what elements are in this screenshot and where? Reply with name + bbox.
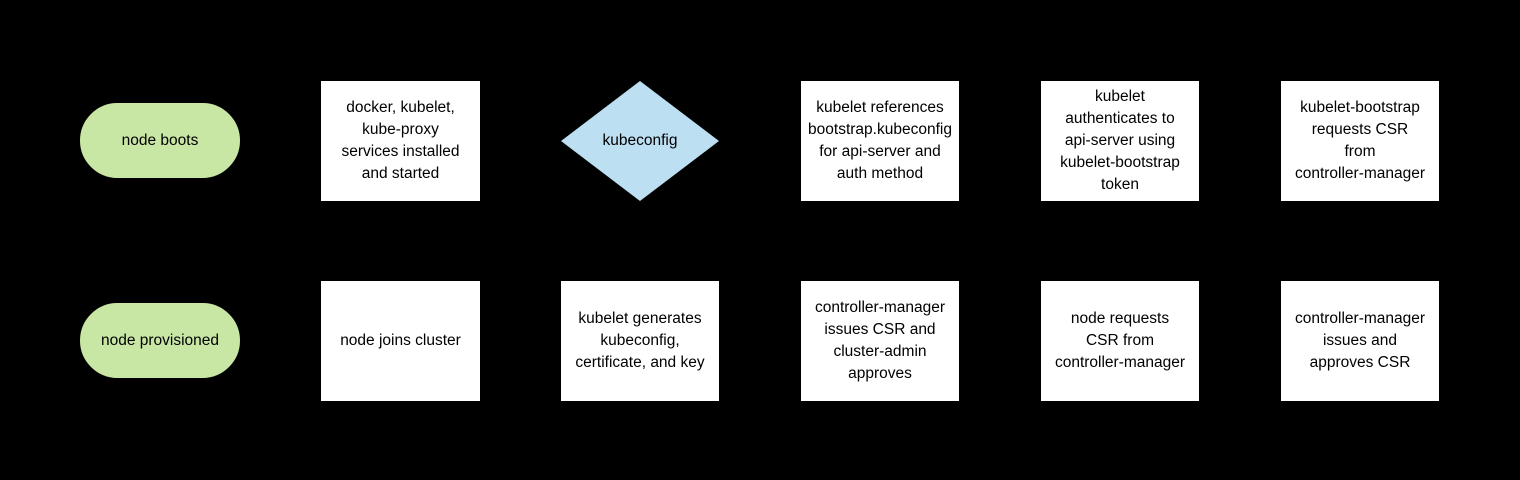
node-kubelet-bootstrap-requests-csr[interactable]: kubelet-bootstrap requests CSR from cont… bbox=[1281, 81, 1439, 201]
node-label: kubelet authenticates to api-server usin… bbox=[1060, 88, 1180, 193]
node-label: kubelet references bootstrap.kubeconfig … bbox=[808, 99, 952, 182]
node-kubeconfig[interactable]: kubeconfig bbox=[561, 81, 719, 201]
node-controller-manager-issues-csr[interactable]: controller-manager issues CSR and cluste… bbox=[801, 281, 959, 401]
node-node-joins-cluster[interactable]: node joins cluster bbox=[321, 281, 480, 401]
node-label: kubelet-bootstrap requests CSR from cont… bbox=[1294, 99, 1426, 182]
node-label: node boots bbox=[121, 131, 199, 149]
node-node-boots[interactable]: node boots bbox=[80, 103, 240, 178]
node-controller-manager-issues-approves[interactable]: controller-manager issues and approves C… bbox=[1281, 281, 1439, 401]
node-label: kubelet generates kubeconfig, certificat… bbox=[575, 310, 705, 371]
node-label: node requests CSR from controller-manage… bbox=[1054, 310, 1186, 371]
node-kubelet-references-bootstrap[interactable]: kubelet references bootstrap.kubeconfig … bbox=[801, 81, 959, 201]
node-label: controller-manager issues CSR and cluste… bbox=[814, 299, 946, 382]
node-services-installed[interactable]: docker, kubelet, kube-proxy services ins… bbox=[321, 81, 480, 201]
node-label: node provisioned bbox=[100, 331, 220, 349]
node-label: kubeconfig bbox=[602, 132, 678, 149]
node-label: docker, kubelet, kube-proxy services ins… bbox=[341, 99, 460, 182]
node-kubelet-generates[interactable]: kubelet generates kubeconfig, certificat… bbox=[561, 281, 719, 401]
node-label: node joins cluster bbox=[340, 332, 461, 349]
node-label: controller-manager issues and approves C… bbox=[1294, 310, 1426, 371]
node-node-requests-csr[interactable]: node requests CSR from controller-manage… bbox=[1041, 281, 1199, 401]
node-kubelet-authenticates[interactable]: kubelet authenticates to api-server usin… bbox=[1041, 81, 1199, 201]
node-node-provisioned[interactable]: node provisioned bbox=[80, 303, 240, 378]
